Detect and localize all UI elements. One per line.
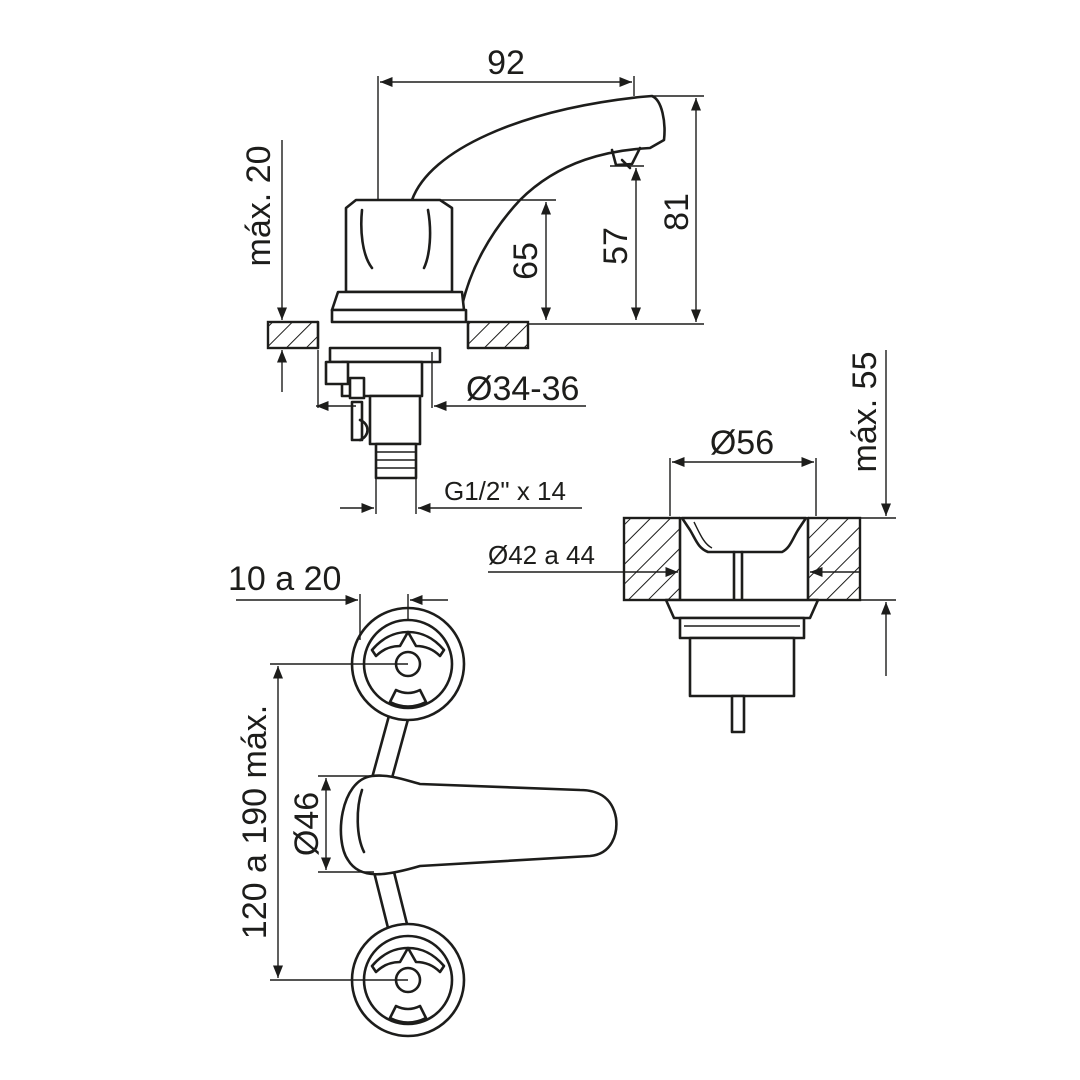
section-view	[622, 516, 862, 734]
dimension-offset-10-20-label: 10 a 20	[228, 560, 341, 598]
dimension-57-label: 57	[597, 227, 635, 265]
dimension-max-55-label: máx. 55	[846, 352, 884, 473]
dimension-hole-42-44: Ø42 a 44	[488, 540, 860, 578]
dimension-46-label: Ø46	[288, 792, 326, 856]
dimension-hole-42-44-label: Ø42 a 44	[488, 540, 595, 570]
dimension-56-label: Ø56	[710, 424, 774, 462]
top-view	[339, 606, 618, 1038]
dimension-81-label: 81	[658, 193, 696, 231]
dimension-max-55: máx. 55	[818, 350, 896, 676]
dimension-hole-34-36: Ø34-36	[316, 350, 586, 412]
dimension-65: 65	[440, 199, 556, 320]
dimension-hole-34-36-label: Ø34-36	[466, 370, 579, 408]
dimension-spacing: 120 a 190 máx.	[236, 663, 408, 981]
dimension-max-20: máx. 20	[240, 140, 288, 392]
faucet-base	[330, 290, 466, 312]
dimension-spacing-label: 120 a 190 máx.	[236, 705, 274, 939]
side-view	[266, 94, 666, 480]
dimension-56: Ø56	[669, 424, 817, 516]
thread-connector	[374, 442, 418, 480]
dimension-46: Ø46	[288, 775, 374, 873]
dimension-offset-10-20: 10 a 20	[228, 560, 448, 640]
dimension-thread: G1/2" x 14	[340, 476, 582, 514]
dimension-92: 92	[377, 44, 635, 200]
dimension-92-label: 92	[487, 44, 525, 82]
dimension-57: 57	[597, 165, 644, 320]
spout	[410, 94, 666, 308]
dimension-65-label: 65	[507, 242, 545, 280]
dimension-81: 81	[528, 95, 704, 325]
dimension-max-20-label: máx. 20	[240, 146, 278, 267]
dimension-thread-label: G1/2" x 14	[444, 476, 566, 506]
central-lever	[339, 774, 618, 876]
